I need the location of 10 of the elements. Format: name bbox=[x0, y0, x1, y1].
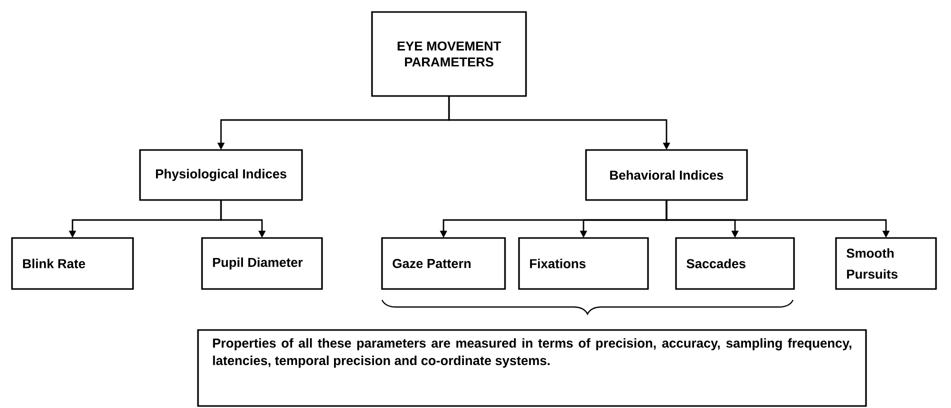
category-box: Gaze Pattern bbox=[381, 237, 506, 290]
root-box: EYE MOVEMENT PARAMETERS bbox=[371, 11, 527, 97]
category-box: Pupil Diameter bbox=[201, 237, 323, 290]
category-box: Behavioral Indices bbox=[585, 149, 748, 201]
category-box: Smooth Pursuits bbox=[835, 237, 937, 290]
category-box: Blink Rate bbox=[11, 237, 134, 290]
category-box: Saccades bbox=[675, 237, 795, 290]
category-box: Fixations bbox=[518, 237, 649, 290]
category-box: Physiological Indices bbox=[139, 149, 303, 201]
note-box: Properties of all these parameters are measured in terms of precision, accuracy, sampling frequency, latencies, temporal precision and co-ordinate systems. bbox=[197, 329, 867, 407]
